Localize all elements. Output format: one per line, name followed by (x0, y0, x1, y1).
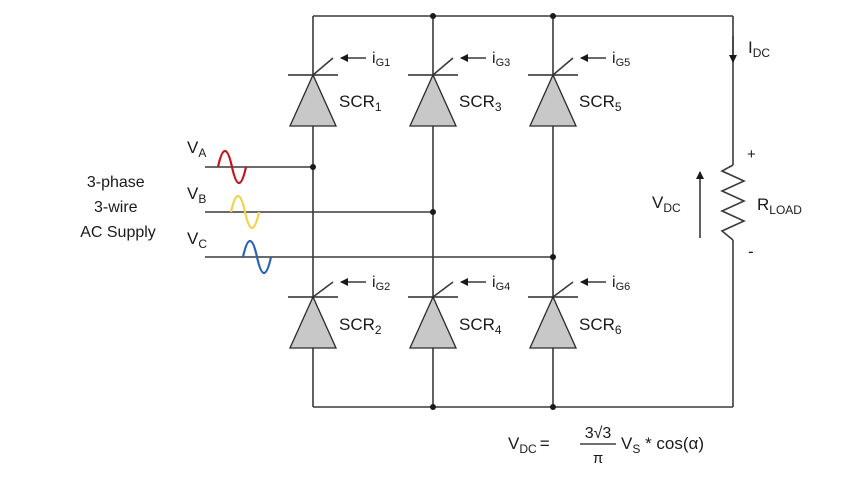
scr-4-gate-label: iG4 (492, 274, 510, 293)
scr-2-label: SCR2 (339, 315, 382, 337)
load-section: IDC + - RLOAD VDC (652, 36, 802, 261)
scr-1: iG1 SCR1 (288, 50, 390, 127)
minus-sign: - (748, 242, 754, 261)
scr-5-diode-symbol (528, 73, 578, 127)
scr-4-diode-symbol (408, 295, 458, 349)
scr-2: iG2 SCR2 (288, 274, 390, 349)
junction-dot (550, 254, 556, 260)
scr-6-gate-lead (552, 281, 574, 298)
scr-3-gate-label: iG3 (492, 50, 510, 69)
phase-a-label: VA (187, 138, 206, 160)
junction-dot (430, 13, 436, 19)
scr-3-diode-symbol (408, 73, 458, 127)
plus-sign: + (747, 146, 756, 163)
scr-2-diode-symbol (288, 295, 338, 349)
scr-1-gate-lead (312, 57, 334, 76)
junction-dot (310, 164, 316, 170)
phase-a-sine-wave (216, 149, 248, 185)
supply-label: 3-phase 3-wire AC Supply (80, 174, 156, 241)
phase-c-label: VC (187, 229, 207, 251)
phase-b-label: VB (187, 184, 206, 206)
load-resistor-icon (720, 164, 746, 241)
scr-6-label: SCR6 (579, 315, 622, 337)
scr-5-gate-lead (552, 57, 574, 76)
formula-denominator: π (593, 450, 603, 467)
supply-label-line-1: 3-phase (87, 174, 145, 191)
scr-6: iG6 SCR6 (528, 274, 630, 349)
phase-c-sine-wave (241, 239, 273, 275)
junction-dot (430, 209, 436, 215)
phase-b-sine-wave (229, 194, 261, 230)
scr-5-gate-label: iG5 (612, 50, 630, 69)
scr-3-label: SCR3 (459, 92, 502, 114)
junction-dot (550, 13, 556, 19)
formula-rhs: VS * cos(α) (621, 434, 704, 456)
supply-label-line-2: 3-wire (94, 199, 138, 216)
junction-dots (310, 13, 556, 410)
junction-dot (550, 404, 556, 410)
scr-2-gate-label: iG2 (372, 274, 390, 293)
dc-current-label: IDC (748, 38, 770, 60)
phase-waves (216, 149, 273, 275)
scr-1-label: SCR1 (339, 92, 382, 114)
scr-3-gate-lead (432, 57, 454, 76)
scr-3: iG3 SCR3 (408, 50, 510, 127)
supply-label-line-3: AC Supply (80, 224, 156, 241)
scr-1-gate-label: iG1 (372, 50, 390, 69)
scr-2-gate-lead (312, 281, 334, 298)
load-label: RLOAD (757, 195, 802, 217)
dc-voltage-label: VDC (652, 193, 681, 215)
scr-4: iG4 SCR4 (408, 274, 510, 349)
scr-6-gate-label: iG6 (612, 274, 630, 293)
formula-numerator: 3√3 (585, 425, 612, 442)
scr-1-diode-symbol (288, 73, 338, 127)
scr-5: iG5 SCR5 (528, 50, 630, 127)
scr-4-label: SCR4 (459, 315, 502, 337)
scr-6-diode-symbol (528, 295, 578, 349)
junction-dot (430, 404, 436, 410)
output-voltage-formula: VDC= 3√3 π VS * cos(α) (508, 425, 704, 467)
scr-5-label: SCR5 (579, 92, 622, 114)
formula-lhs: VDC= (508, 434, 550, 456)
scr-4-gate-lead (432, 281, 454, 298)
